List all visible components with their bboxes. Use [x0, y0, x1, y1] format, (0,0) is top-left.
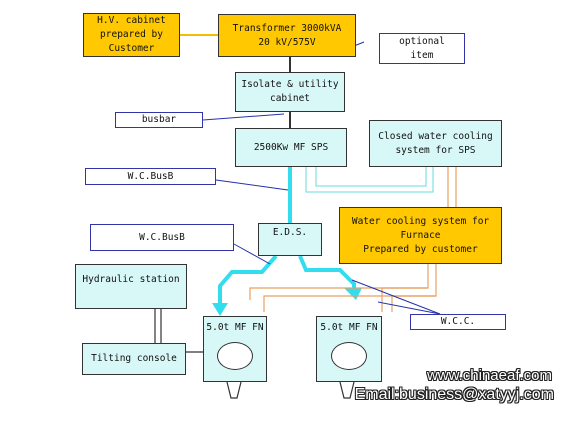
- eds-furnace2-busbar: [298, 255, 356, 292]
- closed-cooling-line-2: system for SPS: [395, 144, 476, 156]
- water-cooling-line-2: Furnace: [400, 229, 441, 241]
- wcc-note: W.C.C.: [410, 314, 506, 330]
- furnace-1-crucible-icon: [217, 342, 253, 370]
- wcbusb1-pointer: [215, 179, 289, 191]
- wc-busb-label-2: W.C.BusB: [139, 231, 185, 243]
- wcc-label: W.C.C.: [440, 316, 476, 327]
- transformer-line-2: 20 kV/575V: [258, 36, 316, 48]
- watermark-url: www.chinaeaf.com: [426, 367, 552, 384]
- eds-furnace1-busbar: [218, 254, 278, 305]
- transformer-line-1: Transformer 3000kVA: [232, 22, 342, 34]
- furnace-2-box: 5.0t MF FN: [316, 316, 382, 382]
- furnace-1-label: 5.0t MF FN: [206, 322, 264, 333]
- busbar-label: busbar: [141, 114, 177, 125]
- hydraulic-label: Hydraulic station: [82, 274, 180, 285]
- water-cooling-line-1: Water cooling system for: [351, 215, 490, 227]
- transformer-box: Transformer 3000kVA 20 kV/575V: [218, 14, 356, 57]
- furnace1-spout-icon: [226, 381, 242, 399]
- furnace1-arrow-icon: [212, 303, 228, 316]
- wc-busb-note-1: W.C.BusB: [85, 168, 216, 185]
- wcbusb2-pointer: [233, 243, 271, 265]
- eds-box: E.D.S.: [258, 223, 322, 256]
- water-cooling-line-3: Prepared by customer: [363, 243, 478, 255]
- closed-cooling-line-1: Closed water cooling: [378, 130, 493, 142]
- isolate-line-2: cabinet: [269, 93, 311, 104]
- wcc-pointer-2: [377, 301, 441, 315]
- furnace-2-crucible-icon: [331, 342, 367, 370]
- wc-busb-label-1: W.C.BusB: [127, 170, 174, 182]
- isolate-cabinet-box: Isolate & utility cabinet: [235, 72, 345, 112]
- busbar-note: busbar: [115, 112, 203, 128]
- sps-cooling-loop-1: [305, 167, 434, 193]
- furnace-1-box: 5.0t MF FN: [203, 316, 267, 382]
- hv-cabinet-box: H.V. cabinet prepared by Customer: [83, 13, 180, 57]
- optional-item-note: optional item: [379, 33, 465, 64]
- hydraulic-station-box: Hydraulic station: [75, 264, 187, 309]
- wcc-pointer-1: [351, 279, 441, 315]
- furnace2-arrow-icon: [344, 288, 362, 300]
- furnace-cooling-line-3: [381, 287, 428, 312]
- optional-line-1: optional: [399, 35, 445, 47]
- tilting-label: Tilting console: [91, 353, 177, 364]
- optional-line-2: item: [410, 49, 434, 61]
- watermark-email: Email:business@xatyyj.com: [354, 386, 554, 403]
- sps-cooling-loop-2: [315, 167, 427, 187]
- tilting-console-box: Tilting console: [82, 343, 186, 375]
- wc-busb-note-2: W.C.BusB: [90, 224, 234, 251]
- furnace-2-label: 5.0t MF FN: [320, 322, 378, 333]
- closed-cooling-box: Closed water cooling system for SPS: [369, 120, 502, 167]
- hv-cabinet-line-3: Customer: [108, 43, 155, 54]
- furnace2-spout-icon: [339, 381, 355, 399]
- water-cooling-furnace-box: Water cooling system for Furnace Prepare…: [339, 207, 502, 264]
- busbar-pointer: [202, 113, 285, 121]
- sps-box: 2500Kw MF SPS: [235, 128, 347, 167]
- sps-label: 2500Kw MF SPS: [253, 141, 329, 153]
- hv-cabinet-line-1: H.V. cabinet: [97, 15, 166, 26]
- furnace-cooling-line-1: [249, 264, 429, 300]
- furnace-cooling-line-4: [391, 295, 436, 312]
- furnace-cooling-line-2: [263, 264, 437, 312]
- isolate-line-1: Isolate & utility: [241, 79, 339, 90]
- eds-label: E.D.S.: [272, 227, 308, 238]
- hv-cabinet-line-2: prepared by: [100, 29, 163, 40]
